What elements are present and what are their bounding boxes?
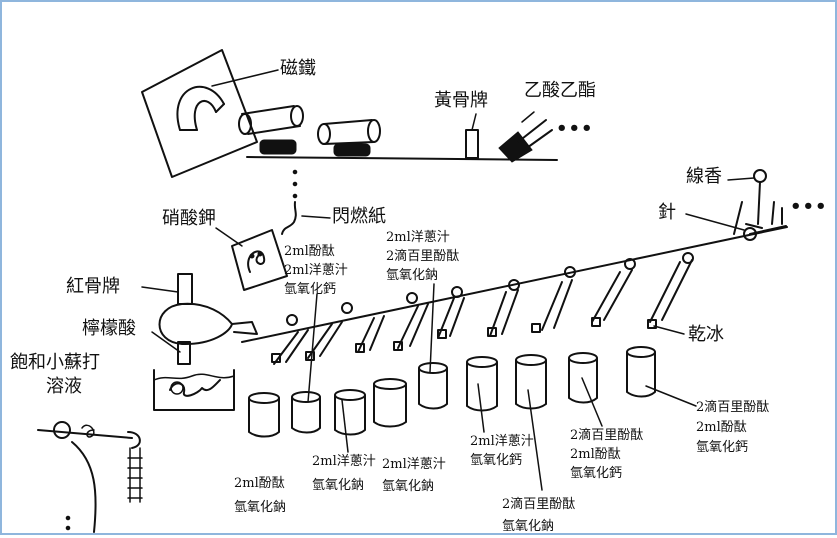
domino-cylinder-1	[238, 105, 304, 155]
cup-pointers	[307, 283, 697, 491]
flash-paper-pointer	[301, 215, 331, 219]
ellipsis-top: •••	[556, 118, 594, 139]
cup-2	[291, 391, 321, 434]
cup-5	[418, 362, 448, 410]
magnet-board	[141, 49, 279, 178]
cup-3-label: 2ml洋蔥汁氫氧化鈉	[312, 454, 376, 493]
magnet-pointer	[211, 69, 279, 87]
yellow-domino	[465, 129, 479, 159]
cup-9	[626, 346, 656, 398]
label-citric-acid: 檸檬酸	[82, 318, 136, 339]
label-yellow-domino: 黃骨牌	[434, 90, 488, 111]
cup-3	[334, 389, 366, 436]
cup-6-label: 2ml洋蔥汁氫氧化鈣	[470, 434, 534, 468]
cup-7-label: 2滴百里酚酞氫氧化鈉	[502, 497, 576, 534]
cup-1	[248, 392, 280, 438]
flash-paper-box	[215, 227, 288, 291]
ellipsis-right: •••	[790, 196, 828, 217]
label-baking-soda-line2: 溶液	[46, 376, 82, 397]
domino-cylinder-2	[317, 119, 381, 157]
ethyl-acetate-bottle	[498, 111, 553, 163]
label-magnet: 磁鐵	[280, 58, 316, 79]
dry-ice-pointer	[653, 325, 685, 335]
cup-4	[373, 378, 407, 428]
top-shelf	[246, 156, 558, 161]
reaction-flask	[141, 273, 258, 365]
cup-8	[568, 352, 598, 404]
label-baking-soda-line1: 飽和小蘇打	[10, 352, 100, 373]
label-dry-ice: 乾冰	[688, 324, 724, 345]
incense-stand	[685, 169, 787, 241]
label-flash-paper: 閃燃紙	[332, 206, 386, 227]
tilted-dominoes	[273, 259, 693, 365]
dry-ice-blocks	[271, 317, 657, 363]
label-red-domino: 紅骨牌	[66, 276, 120, 297]
magnet-icon	[176, 85, 225, 131]
inclined-track	[241, 226, 788, 343]
cup-4-label: 2ml洋蔥汁氫氧化鈉	[382, 457, 446, 494]
label-potassium-nitrate: 硝酸鉀	[162, 208, 216, 229]
red-domino	[177, 273, 193, 305]
label-ethyl-acetate: 乙酸乙酯	[524, 80, 596, 101]
baking-soda-beaker	[153, 369, 235, 411]
label-needle: 針	[658, 202, 676, 223]
label-incense: 線香	[686, 166, 722, 187]
pulley-system	[37, 421, 143, 533]
track-balls	[286, 252, 694, 326]
cup-1-label: 2ml酚酞氫氧化鈉	[234, 476, 287, 515]
cup-6	[466, 356, 498, 412]
hanging-string	[281, 169, 298, 235]
magnet-board-frame	[141, 49, 258, 178]
cup-7	[515, 354, 547, 410]
